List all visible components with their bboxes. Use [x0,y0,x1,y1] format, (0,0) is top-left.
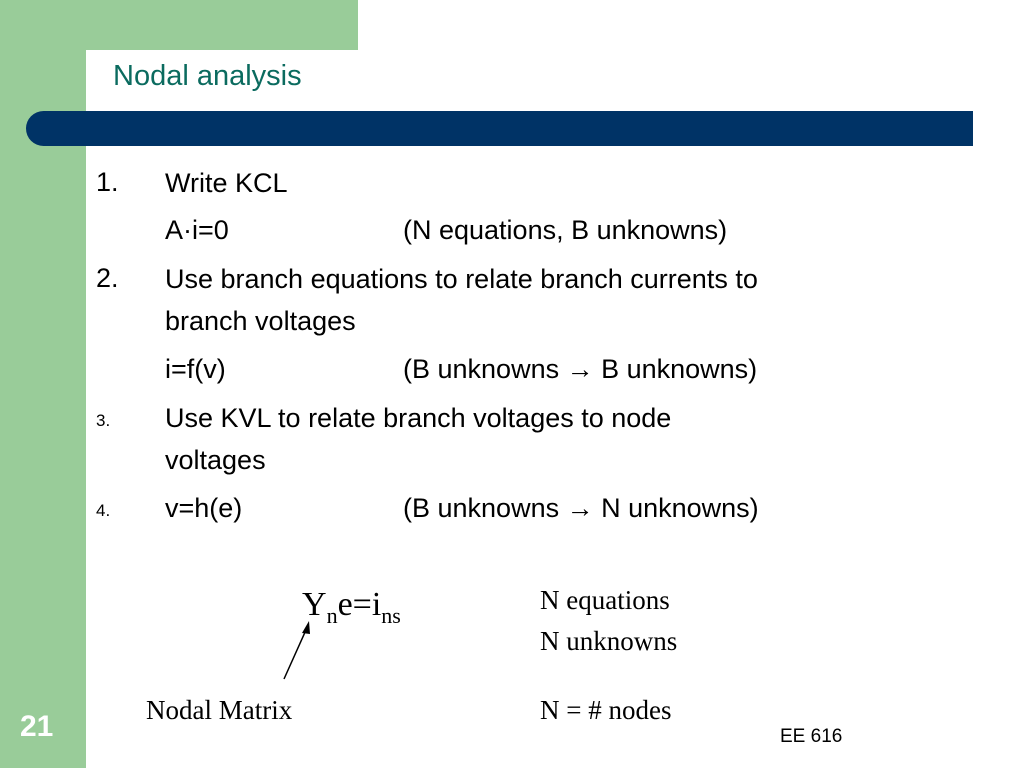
top-green-band [0,0,358,50]
note-n-equations: N equations [540,585,670,615]
equation-kvl: v=h(e) [165,493,243,523]
item-number-1: 1. [96,167,119,197]
item-text-2-line2: branch voltages [165,306,356,336]
nodal-matrix-label: Nodal Matrix [146,695,293,725]
equation-kcl: A·i=0 [165,215,229,245]
note-n-unknowns: N unknowns [540,626,678,656]
item-number-2: 2. [96,263,119,293]
slide-title: Nodal analysis [113,60,302,92]
title-underline-bar [26,111,973,146]
course-footer: EE 616 [780,726,843,747]
item-text-2-line1: Use branch equations to relate branch cu… [165,264,758,294]
equation-kcl-note: (N equations, B unknowns) [403,215,728,245]
equation-branch: i=f(v) [165,354,226,384]
note-n-nodes: N = # nodes [540,695,672,725]
item-text-3-line2: voltages [165,445,266,475]
item-number-4: 4. [96,501,111,520]
item-number-3: 3. [96,411,111,430]
item-text-3-line1: Use KVL to relate branch voltages to nod… [165,403,672,433]
nodal-equation: Yne=ins [302,586,401,628]
slide-number: 21 [20,710,54,743]
equation-kvl-note: (B unknowns → N unknowns) [403,493,759,523]
content-panel [86,50,1024,768]
equation-branch-note: (B unknowns → B unknowns) [403,354,758,384]
item-text-1: Write KCL [165,168,288,198]
